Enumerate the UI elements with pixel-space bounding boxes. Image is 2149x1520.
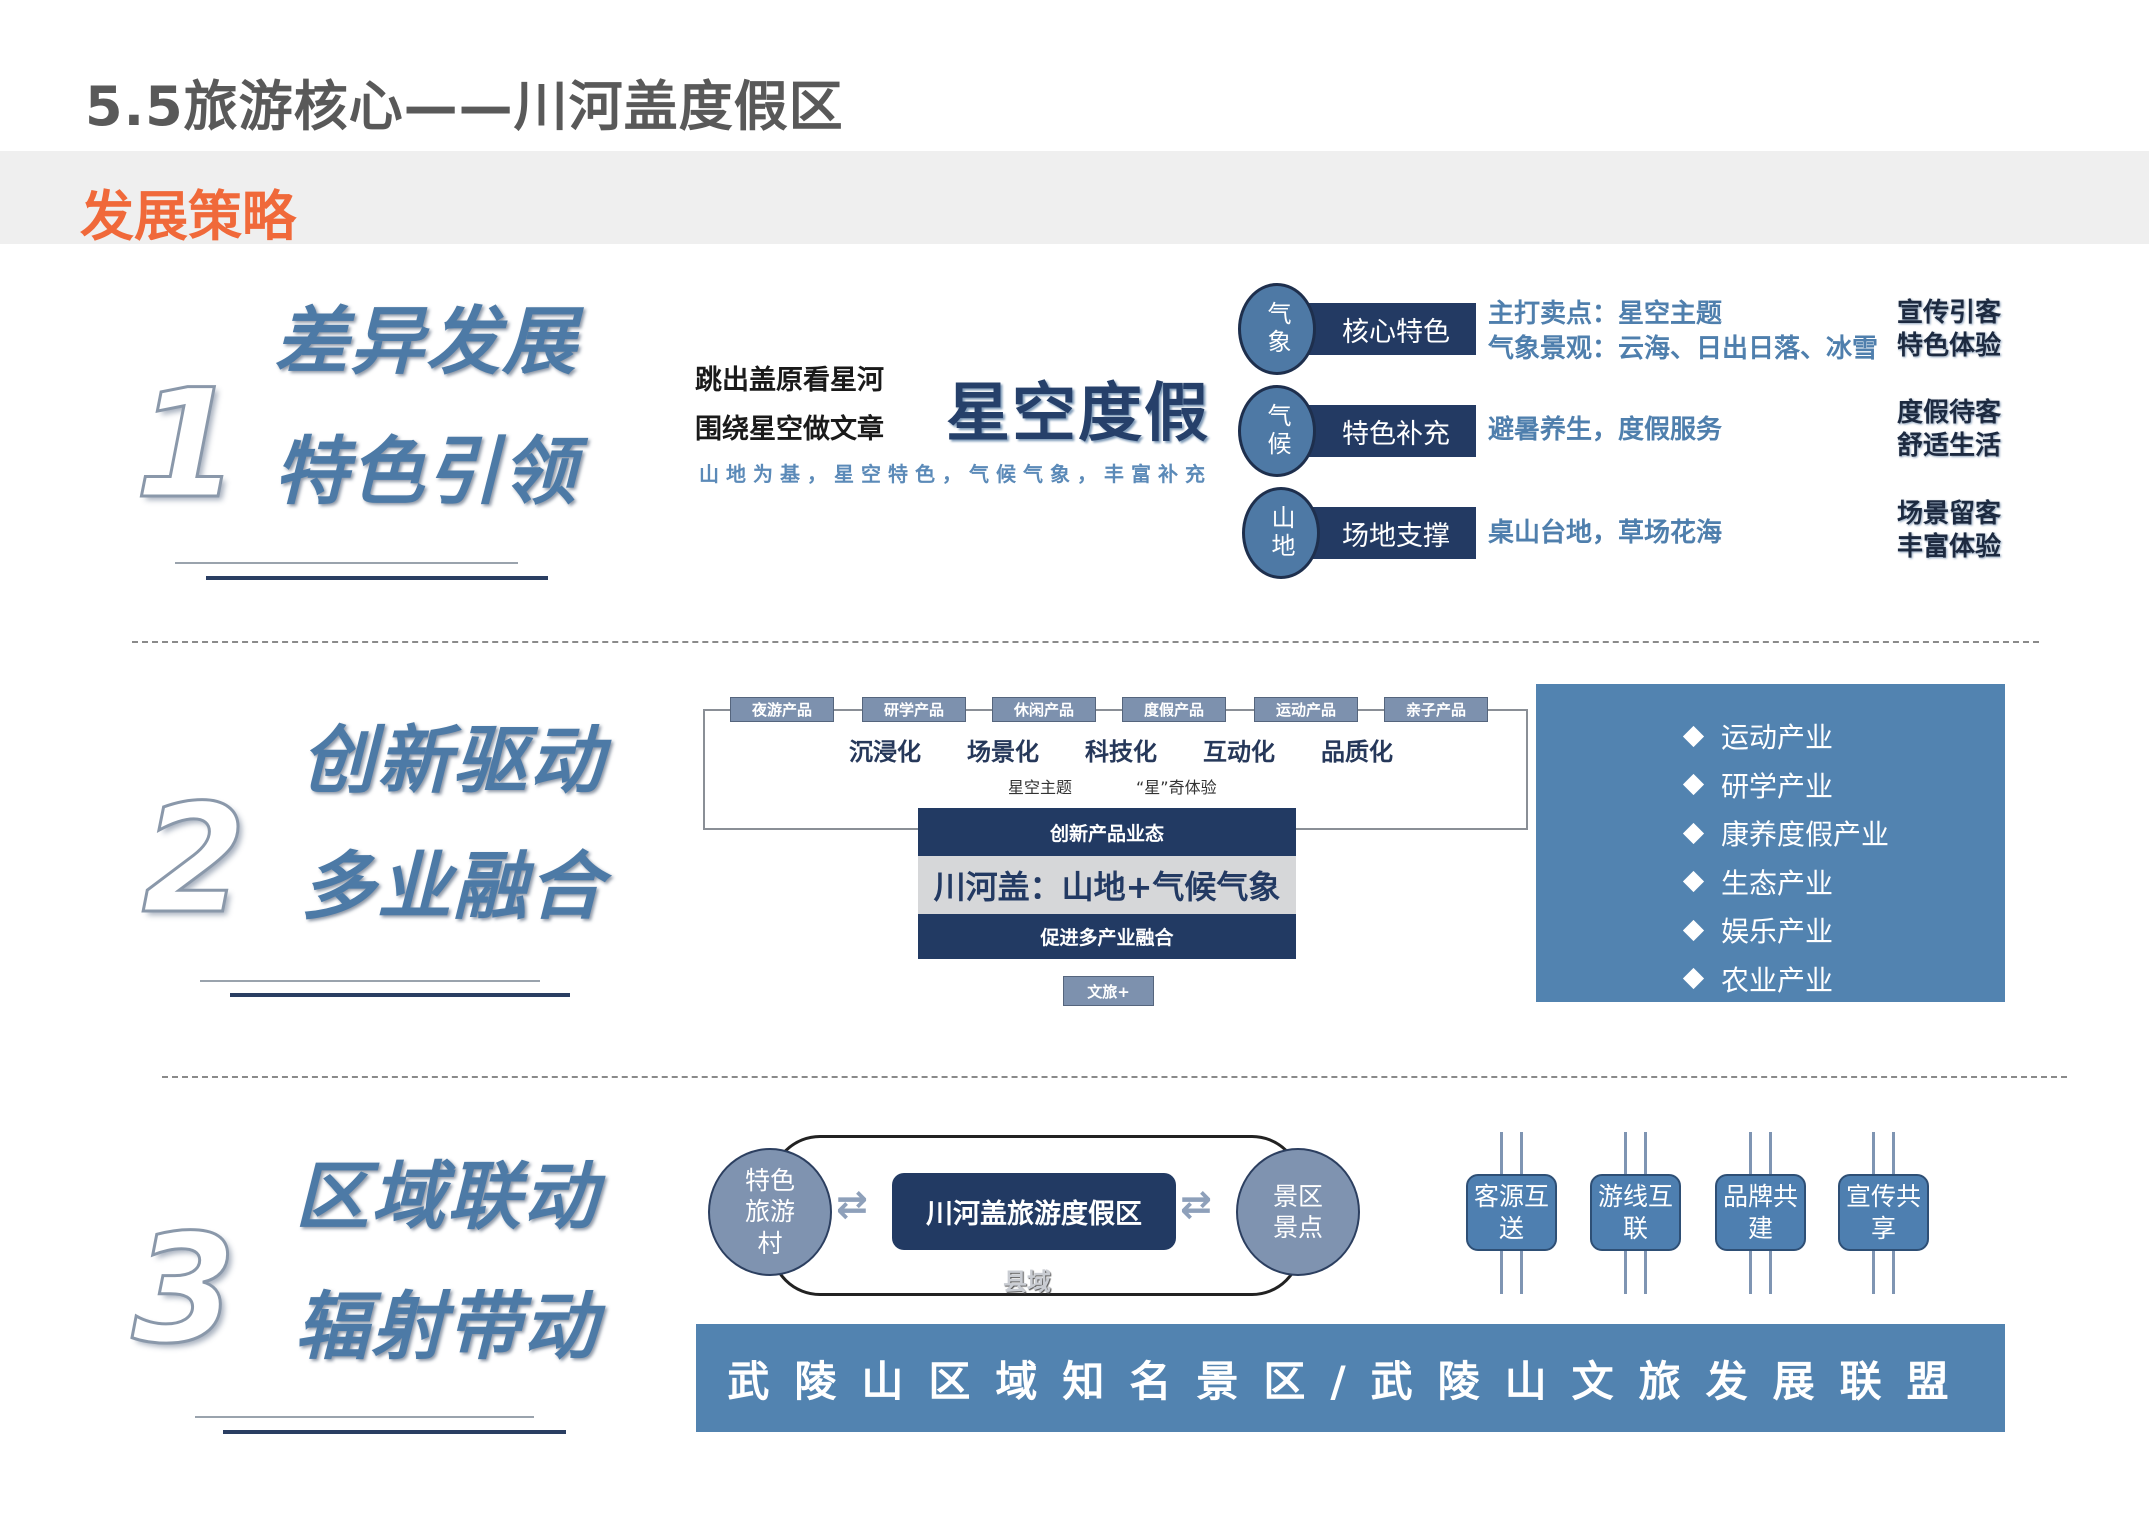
section-separator — [132, 641, 2039, 643]
page-title: 5.5旅游核心——川河盖度假区 — [85, 75, 844, 138]
row-desc: 主打卖点：星空主题气象景观：云海、日出日落、冰雪 — [1488, 297, 1878, 367]
exchange-arrows-icon: ⇄ — [1180, 1182, 1212, 1226]
industry-label: 农业产业 — [1721, 963, 1834, 997]
s1-heading-2: 特色引领 — [274, 429, 578, 515]
linkage-box: 游线互联 — [1590, 1174, 1681, 1251]
sub-feature: “星”奇体验 — [1136, 778, 1217, 797]
s2-heading-2: 多业融合 — [301, 844, 605, 930]
slogan: 山地为基，星空特色，气候气象，丰富补充 — [699, 462, 1212, 486]
industry-item: 生态产业 — [1682, 858, 2005, 907]
industry-label: 运动产业 — [1721, 721, 1834, 755]
outcome-line: 丰富体验 — [1897, 531, 2002, 562]
resort-box: 川河盖旅游度假区 — [892, 1173, 1176, 1250]
section-number-3: 3 — [130, 1203, 237, 1377]
row-bar: 场地支撑 — [1306, 507, 1476, 559]
industry-label: 研学产业 — [1721, 769, 1834, 803]
s1-line: 跳出盖原看星河 — [695, 365, 884, 396]
s2-heading-1: 创新驱动 — [301, 718, 605, 804]
section-number-2: 2 — [140, 773, 247, 947]
core-bottom: 促进多产业融合 — [918, 914, 1296, 959]
feature: 场景化 — [967, 738, 1039, 766]
outcome-line: 宣传引客 — [1897, 298, 2002, 328]
brand-text: 星空度假 — [946, 377, 1210, 451]
row-circle: 气候 — [1238, 385, 1316, 477]
core-main: 川河盖：山地+气候气象 — [933, 868, 1281, 906]
exchange-arrows-icon: ⇄ — [836, 1182, 868, 1226]
scenic-circle: 景区景点 — [1236, 1148, 1360, 1276]
product-tag: 夜游产品 — [730, 697, 834, 722]
feature: 沉浸化 — [849, 738, 921, 766]
row-outcome: 场景留客丰富体验 — [1897, 498, 2001, 563]
industry-item: 运动产业 — [1682, 712, 2005, 761]
linkage-box: 品牌共建 — [1715, 1174, 1806, 1251]
linkage-box: 宣传共享 — [1838, 1174, 1929, 1251]
desc-line: 主打卖点：星空主题 — [1488, 299, 1723, 329]
industry-label: 娱乐产业 — [1721, 915, 1834, 949]
sub-feature: 星空主题 — [1008, 778, 1073, 797]
feature: 互动化 — [1203, 738, 1275, 766]
row-bar: 核心特色 — [1306, 303, 1476, 355]
industry-item: 娱乐产业 — [1682, 906, 2005, 955]
industry-item: 农业产业 — [1682, 955, 2005, 1004]
product-tag: 休闲产品 — [992, 697, 1096, 722]
divider — [230, 993, 570, 997]
feature: 品质化 — [1321, 738, 1393, 766]
outcome-line: 特色体验 — [1897, 330, 2002, 361]
core-box: 创新产品业态 川河盖：山地+气候气象 促进多产业融合 — [918, 808, 1296, 959]
divider — [175, 562, 518, 564]
product-tag: 运动产品 — [1254, 697, 1358, 722]
divider — [195, 1416, 534, 1418]
alliance-banner: 武陵山区域知名景区/武陵山文旅发展联盟 — [696, 1324, 2005, 1432]
diamond-icon — [1682, 871, 1705, 893]
s3-heading-1: 区域联动 — [295, 1154, 599, 1240]
outcome-line: 度假待客 — [1897, 398, 2002, 428]
product-tag: 研学产品 — [862, 697, 966, 722]
row-desc: 避暑养生，度假服务 — [1488, 415, 1723, 445]
diamond-icon — [1682, 774, 1705, 796]
feature: 科技化 — [1085, 738, 1157, 766]
row-circle: 气象 — [1238, 283, 1316, 375]
diamond-icon — [1682, 968, 1705, 990]
desc-line: 气象景观：云海、日出日落、冰雪 — [1488, 334, 1879, 365]
s1-heading-1: 差异发展 — [274, 299, 578, 385]
diamond-icon — [1682, 822, 1705, 844]
s1-line: 围绕星空做文章 — [695, 414, 884, 445]
linkage-box: 客源互送 — [1466, 1174, 1557, 1251]
section-title: 发展策略 — [80, 185, 296, 248]
village-circle: 特色旅游村 — [708, 1148, 832, 1276]
outcome-line: 场景留客 — [1897, 499, 2002, 529]
row-bar: 特色补充 — [1306, 405, 1476, 457]
section-separator — [162, 1076, 2067, 1078]
industry-label: 康养度假产业 — [1721, 818, 1890, 852]
row-outcome: 度假待客舒适生活 — [1897, 397, 2001, 462]
divider — [223, 1430, 566, 1434]
industry-panel: 运动产业 研学产业 康养度假产业 生态产业 娱乐产业 农业产业 — [1536, 684, 2005, 1002]
product-tag: 度假产品 — [1122, 697, 1226, 722]
outcome-line: 舒适生活 — [1897, 430, 2002, 461]
row-outcome: 宣传引客特色体验 — [1897, 297, 2001, 362]
industry-item: 康养度假产业 — [1682, 809, 2005, 858]
divider — [200, 980, 540, 982]
diamond-icon — [1682, 725, 1705, 747]
section-band — [0, 151, 2149, 244]
industry-label: 生态产业 — [1721, 866, 1834, 900]
industry-item: 研学产业 — [1682, 761, 2005, 810]
core-top: 创新产品业态 — [918, 808, 1296, 856]
culture-tag: 文旅+ — [1063, 976, 1154, 1006]
county-label: 县域 — [1003, 1268, 1051, 1296]
row-desc: 桌山台地，草场花海 — [1488, 518, 1723, 548]
row-circle: 山地 — [1242, 487, 1320, 579]
s3-heading-2: 辐射带动 — [295, 1284, 599, 1370]
diamond-icon — [1682, 919, 1705, 941]
section-number-1: 1 — [133, 358, 240, 532]
product-tag: 亲子产品 — [1384, 697, 1488, 722]
divider — [206, 576, 548, 580]
